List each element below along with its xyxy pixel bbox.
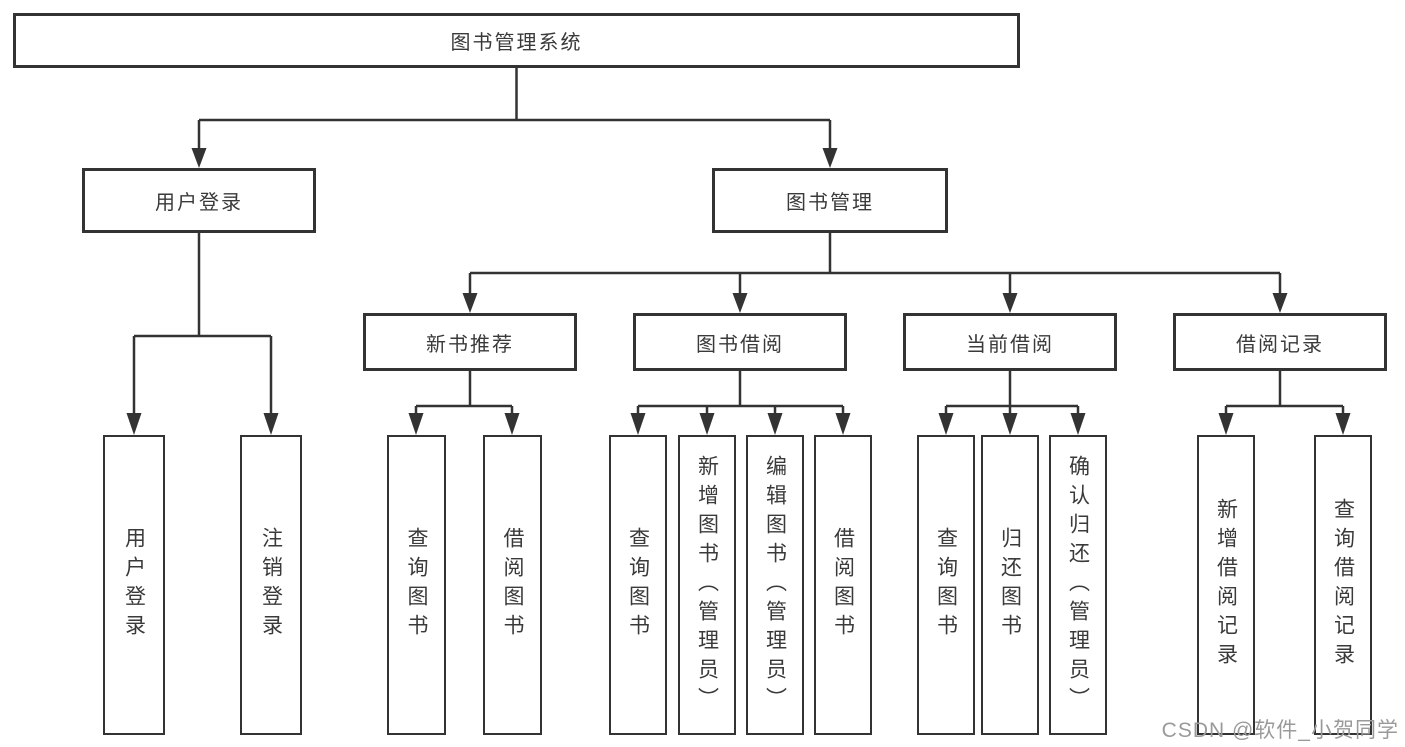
node-label: 新书推荐 — [426, 333, 514, 356]
node-new-book-recommendation: 新书推荐 — [363, 313, 577, 371]
leaf-label: 新增借阅记录 — [1214, 498, 1238, 672]
node-label: 借阅记录 — [1236, 333, 1324, 356]
leaf-borrow-books: 借阅图书 — [483, 435, 542, 735]
arrowheads — [126, 148, 1351, 435]
leaf-label: 新增图书（管理员） — [695, 454, 719, 716]
node-label: 当前借阅 — [966, 333, 1054, 356]
leaf-search-books: 查询图书 — [609, 435, 667, 735]
leaf-label: 编辑图书（管理员） — [763, 454, 787, 716]
node-label: 用户登录 — [155, 192, 243, 214]
leaf-return-books: 归还图书 — [981, 435, 1039, 735]
leaf-borrow-books: 借阅图书 — [814, 435, 872, 735]
node-book-management: 图书管理 — [712, 168, 948, 233]
leaf-label: 查询图书 — [934, 527, 958, 643]
leaf-add-book-admin: 新增图书（管理员） — [678, 435, 736, 735]
node-book-borrowing: 图书借阅 — [633, 313, 847, 371]
node-borrowing-records: 借阅记录 — [1173, 313, 1387, 371]
leaf-logout: 注销登录 — [240, 435, 302, 735]
leaf-label: 查询图书 — [626, 527, 650, 643]
node-label: 图书借阅 — [696, 333, 784, 356]
leaf-confirm-return-admin: 确认归还（管理员） — [1049, 435, 1107, 735]
leaf-label: 用户登录 — [122, 527, 146, 643]
leaf-add-borrow-record: 新增借阅记录 — [1197, 435, 1255, 735]
leaf-label: 查询借阅记录 — [1331, 498, 1355, 672]
leaf-label: 查询图书 — [405, 527, 428, 643]
node-label: 图书管理系统 — [450, 32, 583, 54]
node-library-management-system: 图书管理系统 — [13, 13, 1020, 68]
leaf-search-books: 查询图书 — [387, 435, 446, 735]
leaf-edit-book-admin: 编辑图书（管理员） — [746, 435, 804, 735]
node-user-login: 用户登录 — [82, 168, 316, 233]
node-current-borrowing: 当前借阅 — [903, 313, 1117, 371]
leaf-label: 借阅图书 — [831, 527, 855, 643]
leaf-user-login: 用户登录 — [103, 435, 165, 735]
leaf-label: 借阅图书 — [501, 527, 524, 643]
leaf-label: 归还图书 — [998, 527, 1022, 643]
csdn-watermark: CSDN @软件_小贺同学 — [1161, 719, 1399, 742]
leaf-search-books: 查询图书 — [917, 435, 975, 735]
leaf-label: 注销登录 — [259, 527, 283, 643]
leaf-search-borrow-record: 查询借阅记录 — [1314, 435, 1372, 735]
node-label: 图书管理 — [786, 192, 874, 214]
leaf-label: 确认归还（管理员） — [1066, 454, 1090, 716]
